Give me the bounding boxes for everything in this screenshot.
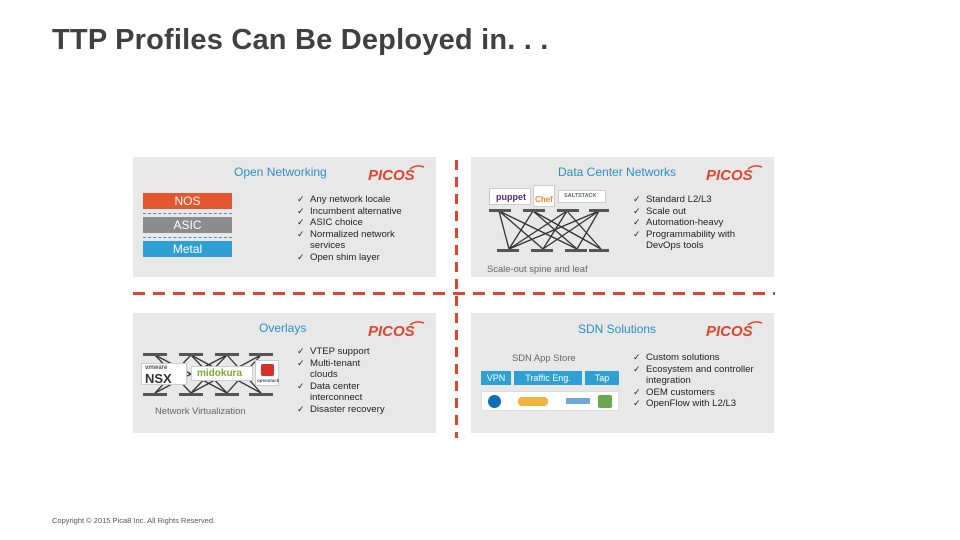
horizontal-divider xyxy=(133,292,775,295)
list-item: OpenFlow with L2/L3 xyxy=(633,398,768,410)
layer-asic: ASIC xyxy=(143,217,232,233)
panel-title: SDN Solutions xyxy=(578,322,657,336)
partner-logo-strip xyxy=(481,391,619,411)
diagram-caption: Scale-out spine and leaf xyxy=(487,263,588,274)
svg-text:PICOS: PICOS xyxy=(368,167,415,183)
list-item: Normalized network services xyxy=(297,229,432,252)
list-item: Automation-heavy xyxy=(633,217,768,229)
panel-title: Open Networking xyxy=(234,165,327,179)
saltstack-logo: SALTSTACK xyxy=(558,190,606,203)
puppet-logo: puppet xyxy=(489,188,531,205)
list-item: ASIC choice xyxy=(297,217,432,229)
chef-logo: Chef xyxy=(533,185,555,207)
page-title: TTP Profiles Can Be Deployed in. . . xyxy=(52,24,549,56)
picos-logo: PICOS xyxy=(368,321,425,339)
bullet-list: Custom solutions Ecosystem and controlle… xyxy=(633,352,768,410)
tag-vpn: VPN xyxy=(481,371,511,385)
list-item: Any network locale xyxy=(297,194,432,206)
hp-logo-icon xyxy=(488,395,501,408)
list-item: Open shim layer xyxy=(297,252,432,264)
tag-traffic-eng: Traffic Eng. xyxy=(514,371,582,385)
vertical-divider xyxy=(455,160,458,438)
bullet-list: Any network locale Incumbent alternative… xyxy=(297,194,432,264)
picos-logo: PICOS xyxy=(368,165,425,183)
list-item: Ecosystem and controller integration xyxy=(633,364,768,387)
diagram-caption: Network Virtualization xyxy=(155,405,246,416)
panel-overlays: Overlays PICOS vmware NSX midokura opens… xyxy=(133,313,436,433)
layer-metal: Metal xyxy=(143,241,232,257)
openstack-icon xyxy=(261,364,274,376)
list-item: Scale out xyxy=(633,206,768,218)
list-item: OEM customers xyxy=(633,387,768,399)
svg-text:PICOS: PICOS xyxy=(706,323,753,339)
picos-logo: PICOS xyxy=(706,321,763,339)
partner-logo-icon xyxy=(566,398,590,404)
copyright-notice: Copyright © 2015 Pica8 Inc. All Rights R… xyxy=(52,516,216,525)
list-item: Data center interconnect xyxy=(297,381,387,404)
picos-logo: PICOS xyxy=(706,165,763,183)
list-item: Disaster recovery xyxy=(297,404,432,416)
vmware-nsx-logo: vmware NSX xyxy=(141,363,187,386)
partner-logo-icon xyxy=(518,397,548,406)
panel-data-center: Data Center Networks PICOS puppet Chef S… xyxy=(471,157,774,277)
midokura-logo: midokura xyxy=(191,366,253,381)
divider xyxy=(143,237,232,246)
layer-stack: NOS ASIC Metal xyxy=(143,193,232,257)
openstack-logo: openstack xyxy=(255,360,279,386)
bullet-list: VTEP support Multi-tenant clouds Data ce… xyxy=(297,346,432,416)
list-item: Incumbent alternative xyxy=(297,206,432,218)
panel-title: Data Center Networks xyxy=(558,165,677,179)
panel-title: Overlays xyxy=(259,321,307,335)
panel-sdn: SDN Solutions PICOS SDN App Store VPN Tr… xyxy=(471,313,774,433)
list-item: VTEP support xyxy=(297,346,432,358)
list-item: Custom solutions xyxy=(633,352,768,364)
panel-open-networking: Open Networking PICOS NOS ASIC Metal Any… xyxy=(133,157,436,277)
list-item: Programmability with DevOps tools xyxy=(633,229,768,252)
divider xyxy=(143,213,232,222)
list-item: Multi-tenant clouds xyxy=(297,358,377,381)
list-item: Standard L2/L3 xyxy=(633,194,768,206)
svg-text:PICOS: PICOS xyxy=(706,167,753,183)
svg-text:PICOS: PICOS xyxy=(368,323,415,339)
app-store-caption: SDN App Store xyxy=(512,352,576,363)
layer-nos: NOS xyxy=(143,193,232,209)
partner-logo-icon xyxy=(598,395,612,408)
tag-tap: Tap xyxy=(585,371,619,385)
spine-leaf-diagram xyxy=(489,209,609,252)
bullet-list: Standard L2/L3 Scale out Automation-heav… xyxy=(633,194,768,252)
